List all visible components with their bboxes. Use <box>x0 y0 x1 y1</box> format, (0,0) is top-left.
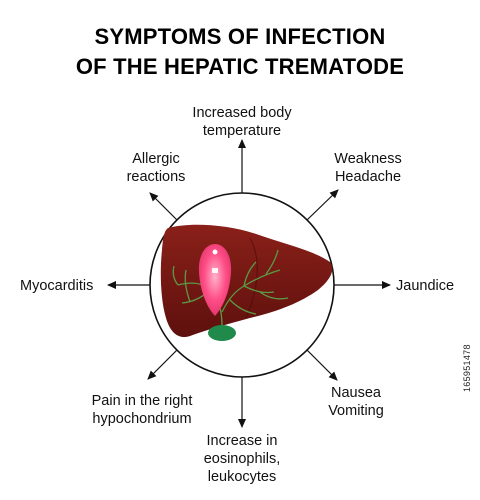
page-title-line-1: SYMPTOMS OF INFECTION <box>94 24 386 49</box>
symptom-right: Jaundice <box>396 278 455 294</box>
arrow-top-right <box>306 189 339 221</box>
parasite-icon <box>198 244 232 316</box>
stock-id: 165951478 <box>462 344 472 392</box>
symptom-left: Myocarditis <box>20 278 94 294</box>
arrows <box>107 139 391 428</box>
liver-illustration <box>160 224 333 341</box>
arrow-bottom-left <box>147 349 178 380</box>
arrow-bottom-right <box>306 349 338 381</box>
arrow-top-left <box>149 192 178 221</box>
gallbladder-icon <box>208 325 236 341</box>
bile-ducts-icon <box>172 249 289 326</box>
page-title-line-2: OF THE HEPATIC TREMATODE <box>75 54 405 79</box>
